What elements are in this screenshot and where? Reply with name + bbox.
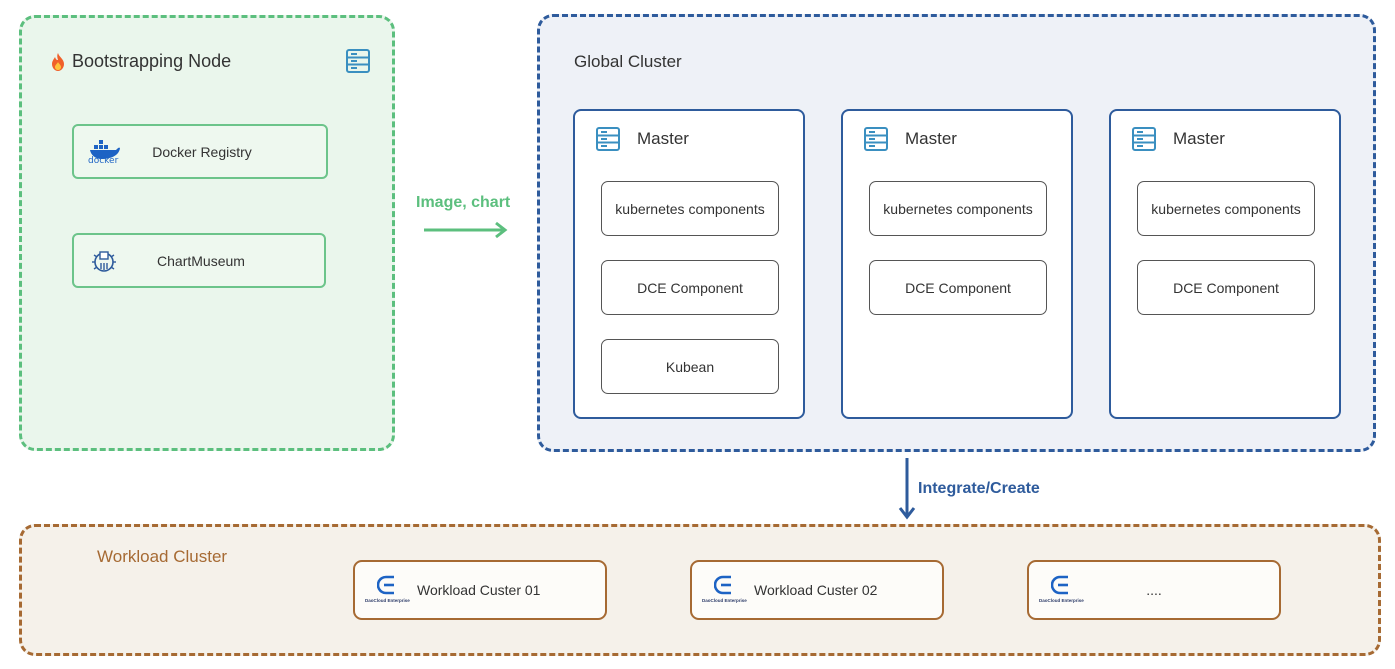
docker-wordmark: docker <box>88 156 119 166</box>
chartmuseum-label: ChartMuseum <box>157 252 245 269</box>
master-title: Master <box>905 129 957 148</box>
bootstrapping-node-label: Bootstrapping Node <box>72 51 232 71</box>
workload-cluster-label: Workload Custer 02 <box>754 582 878 598</box>
workload-cluster-label: Workload Custer 01 <box>417 582 541 598</box>
global-cluster-title: Global Cluster <box>574 52 682 71</box>
chartmuseum-icon <box>92 251 116 272</box>
master-node: Master kubernetes components DCE Compone… <box>1109 109 1341 419</box>
docker-icon: docker <box>88 138 122 168</box>
dce-component-box: DCE Component <box>1137 260 1315 315</box>
chartmuseum-item: ChartMuseum <box>72 233 326 288</box>
flame-icon <box>52 52 64 71</box>
image-chart-arrow <box>424 221 508 239</box>
daocloud-logo-icon: DaoCloud Enterprise <box>1039 574 1087 608</box>
daocloud-logo-icon: DaoCloud Enterprise <box>702 574 750 608</box>
server-icon <box>864 127 888 151</box>
kubernetes-components-box: kubernetes components <box>601 181 779 236</box>
bootstrapping-node-title: Bootstrapping Node <box>50 51 231 72</box>
daocloud-logo-icon: DaoCloud Enterprise <box>365 574 413 608</box>
master-node: Master kubernetes components DCE Compone… <box>573 109 805 419</box>
bootstrapping-node-panel: Bootstrapping Node docker Docker Registr… <box>19 15 395 451</box>
docker-registry-item: docker Docker Registry <box>72 124 328 179</box>
server-icon <box>1132 127 1156 151</box>
master-title: Master <box>637 129 689 148</box>
integrate-create-arrow <box>898 458 916 520</box>
master-node: Master kubernetes components DCE Compone… <box>841 109 1073 419</box>
workload-cluster-item: DaoCloud Enterprise Workload Custer 01 <box>353 560 607 620</box>
integrate-create-label: Integrate/Create <box>918 480 1040 497</box>
workload-cluster-item: DaoCloud Enterprise .... <box>1027 560 1281 620</box>
kubean-box: Kubean <box>601 339 779 394</box>
workload-cluster-label: .... <box>1146 582 1162 598</box>
kubernetes-components-box: kubernetes components <box>869 181 1047 236</box>
docker-registry-label: Docker Registry <box>152 143 252 160</box>
workload-cluster-title: Workload Cluster <box>97 547 228 566</box>
server-icon <box>596 127 620 151</box>
kubernetes-components-box: kubernetes components <box>1137 181 1315 236</box>
global-cluster-panel: Global Cluster Master kubernetes compone… <box>537 14 1376 452</box>
server-icon <box>346 49 370 73</box>
master-title: Master <box>1173 129 1225 148</box>
workload-cluster-item: DaoCloud Enterprise Workload Custer 02 <box>690 560 944 620</box>
dce-component-box: DCE Component <box>869 260 1047 315</box>
dce-component-box: DCE Component <box>601 260 779 315</box>
image-chart-arrow-label: Image, chart <box>416 194 511 211</box>
workload-cluster-panel: Workload Cluster DaoCloud Enterprise Wor… <box>19 524 1381 656</box>
